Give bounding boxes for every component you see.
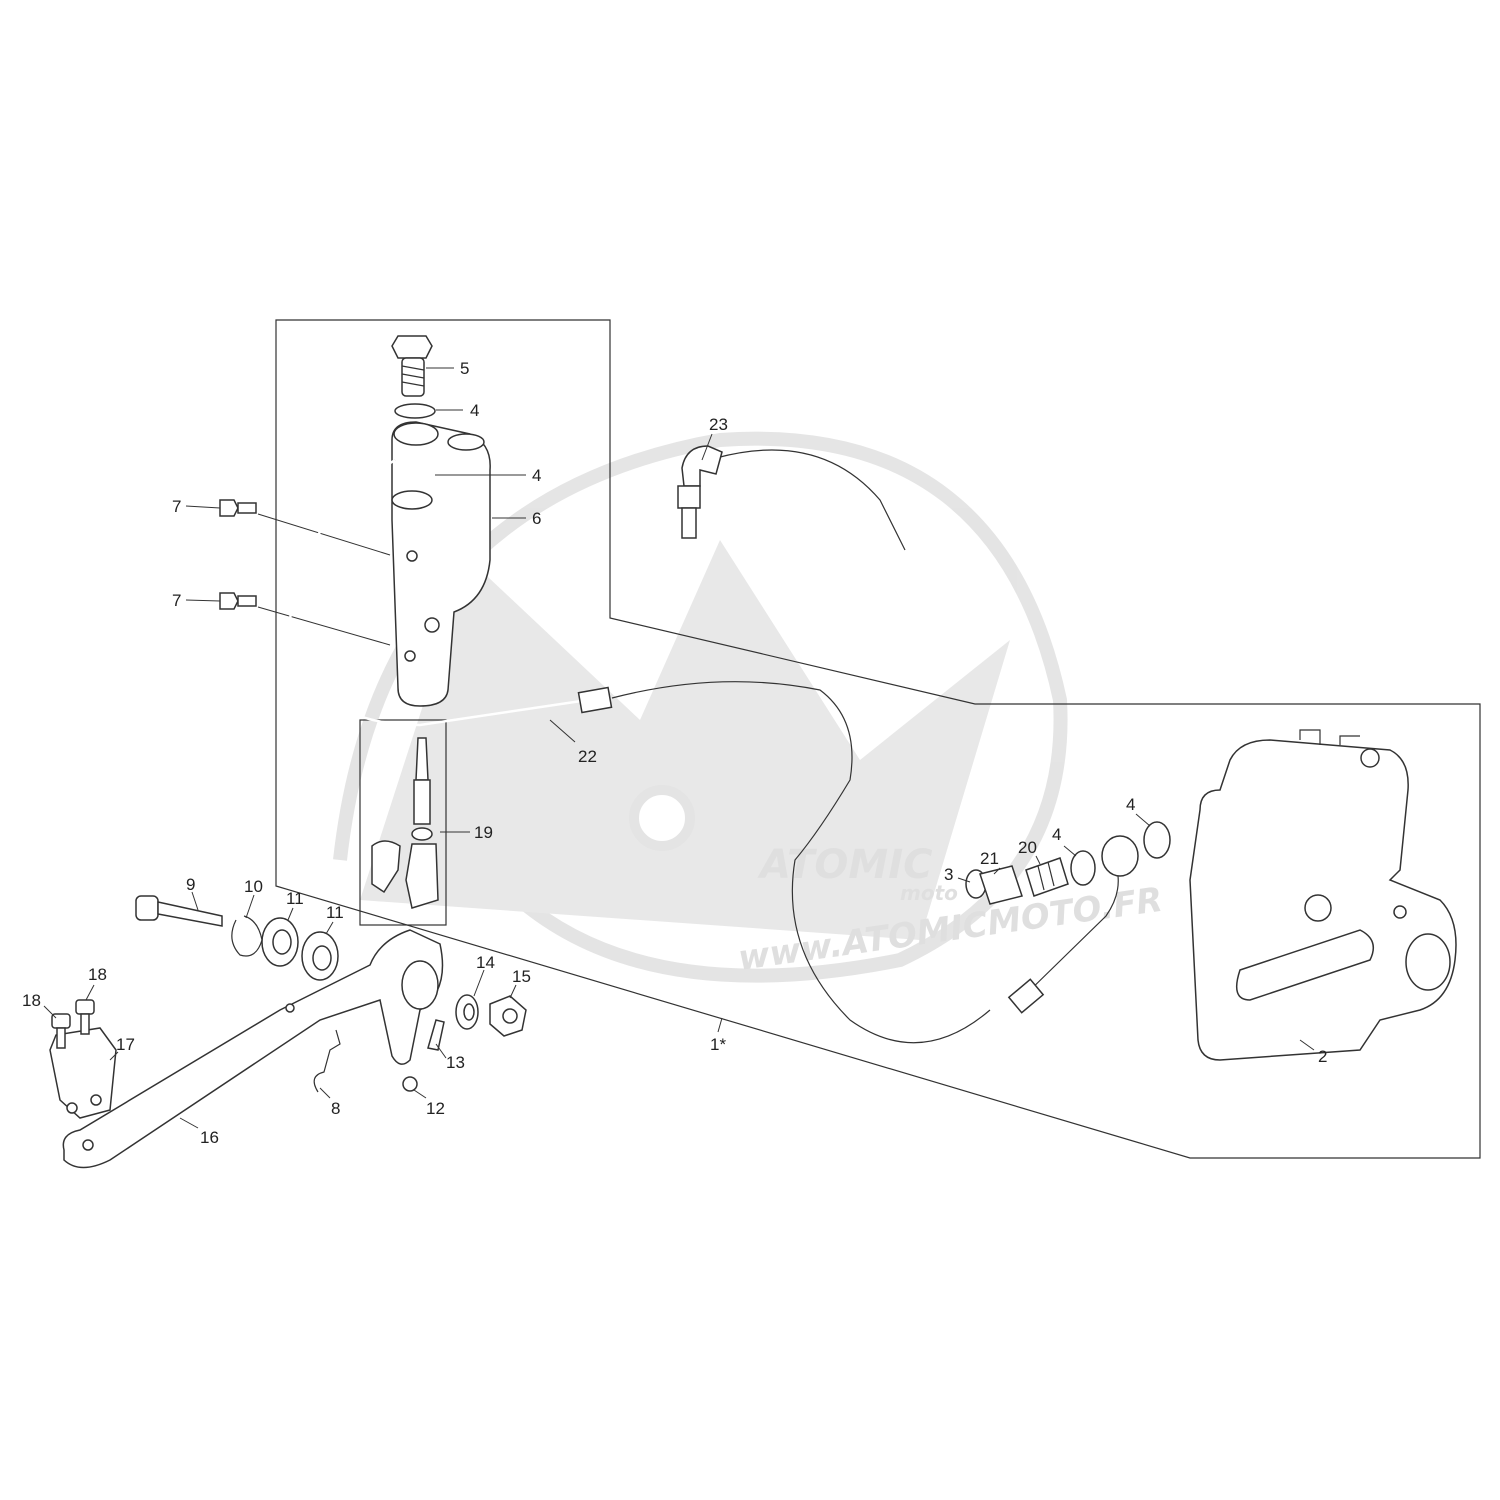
- pivot-bolt-9: [135, 895, 223, 927]
- pedal-tip-17: [49, 1027, 117, 1119]
- washer-4-caliper-b: [1143, 821, 1171, 859]
- watermark-logo: ATOMIC moto www.ATOMICMOTO.FR: [333, 431, 1165, 983]
- callout-1-kit: 1*: [710, 1035, 726, 1054]
- callout-20: 20: [1018, 838, 1037, 857]
- callout-21: 21: [980, 849, 999, 868]
- brake-hose-22: [288, 458, 991, 1044]
- washer-14: [455, 994, 479, 1030]
- assembly-frame: [275, 319, 1481, 1159]
- callout-3: 3: [944, 865, 953, 884]
- callout-9: 9: [186, 875, 195, 894]
- bolt-13: [427, 1019, 445, 1051]
- bleeder-valve-21: [979, 865, 1023, 905]
- washer-4-caliper-a: [1070, 850, 1096, 886]
- callout-4-mid: 4: [532, 466, 541, 485]
- callout-5: 5: [460, 359, 469, 378]
- push-rod-kit-19: [371, 737, 439, 909]
- washer-4-top: [394, 403, 436, 419]
- watermark-brand-sub: moto: [900, 881, 958, 905]
- callout-23: 23: [709, 415, 728, 434]
- callout-13: 13: [446, 1053, 465, 1072]
- callout-10: 10: [244, 877, 263, 896]
- callout-7-lower: 7: [172, 591, 181, 610]
- bolt-18-left: [51, 1013, 71, 1049]
- callout-labels: 5 4 4 6 7 7 23 22 19 9 10 11 11 18 18 17…: [22, 359, 1327, 1147]
- callout-4-top: 4: [470, 401, 479, 420]
- reservoir-hose-23: [677, 445, 906, 551]
- callout-11-right: 11: [326, 903, 344, 922]
- bearing-11-left: [261, 917, 299, 967]
- bearing-11-right: [301, 931, 339, 981]
- banjo-bolt-20: [1025, 857, 1069, 897]
- callout-14: 14: [476, 953, 495, 972]
- circlip-10: [231, 915, 263, 957]
- callout-6: 6: [532, 509, 541, 528]
- brake-pedal-16: [62, 929, 444, 1169]
- master-cylinder-6: [391, 421, 491, 707]
- callout-7-upper: 7: [172, 497, 181, 516]
- callout-19: 19: [474, 823, 493, 842]
- bolt-7-upper: [219, 499, 257, 517]
- callout-22: 22: [578, 747, 597, 766]
- banjo-bolt-5: [391, 335, 433, 397]
- bolt-18-right: [75, 999, 95, 1035]
- bolt-7-lower: [219, 592, 257, 610]
- watermark-brand: ATOMIC: [757, 842, 932, 888]
- callout-2: 2: [1318, 1047, 1327, 1066]
- brake-caliper-2: [1189, 729, 1457, 1061]
- callout-18-left: 18: [22, 991, 41, 1010]
- callout-17: 17: [116, 1035, 135, 1054]
- callout-8: 8: [331, 1099, 340, 1118]
- nut-12: [402, 1076, 418, 1092]
- return-spring-8: [313, 1029, 341, 1093]
- callout-15: 15: [512, 967, 531, 986]
- callout-12: 12: [426, 1099, 445, 1118]
- callout-4-caliper-a: 4: [1052, 825, 1061, 844]
- callout-18-right: 18: [88, 965, 107, 984]
- nut-15: [489, 995, 527, 1037]
- banjo-fitting: [1007, 835, 1139, 1014]
- kit-19-frame: [359, 719, 447, 926]
- callout-16: 16: [200, 1128, 219, 1147]
- callout-11-left: 11: [286, 889, 304, 908]
- leader-lines: [43, 367, 1315, 1129]
- callout-4-caliper-b: 4: [1126, 795, 1135, 814]
